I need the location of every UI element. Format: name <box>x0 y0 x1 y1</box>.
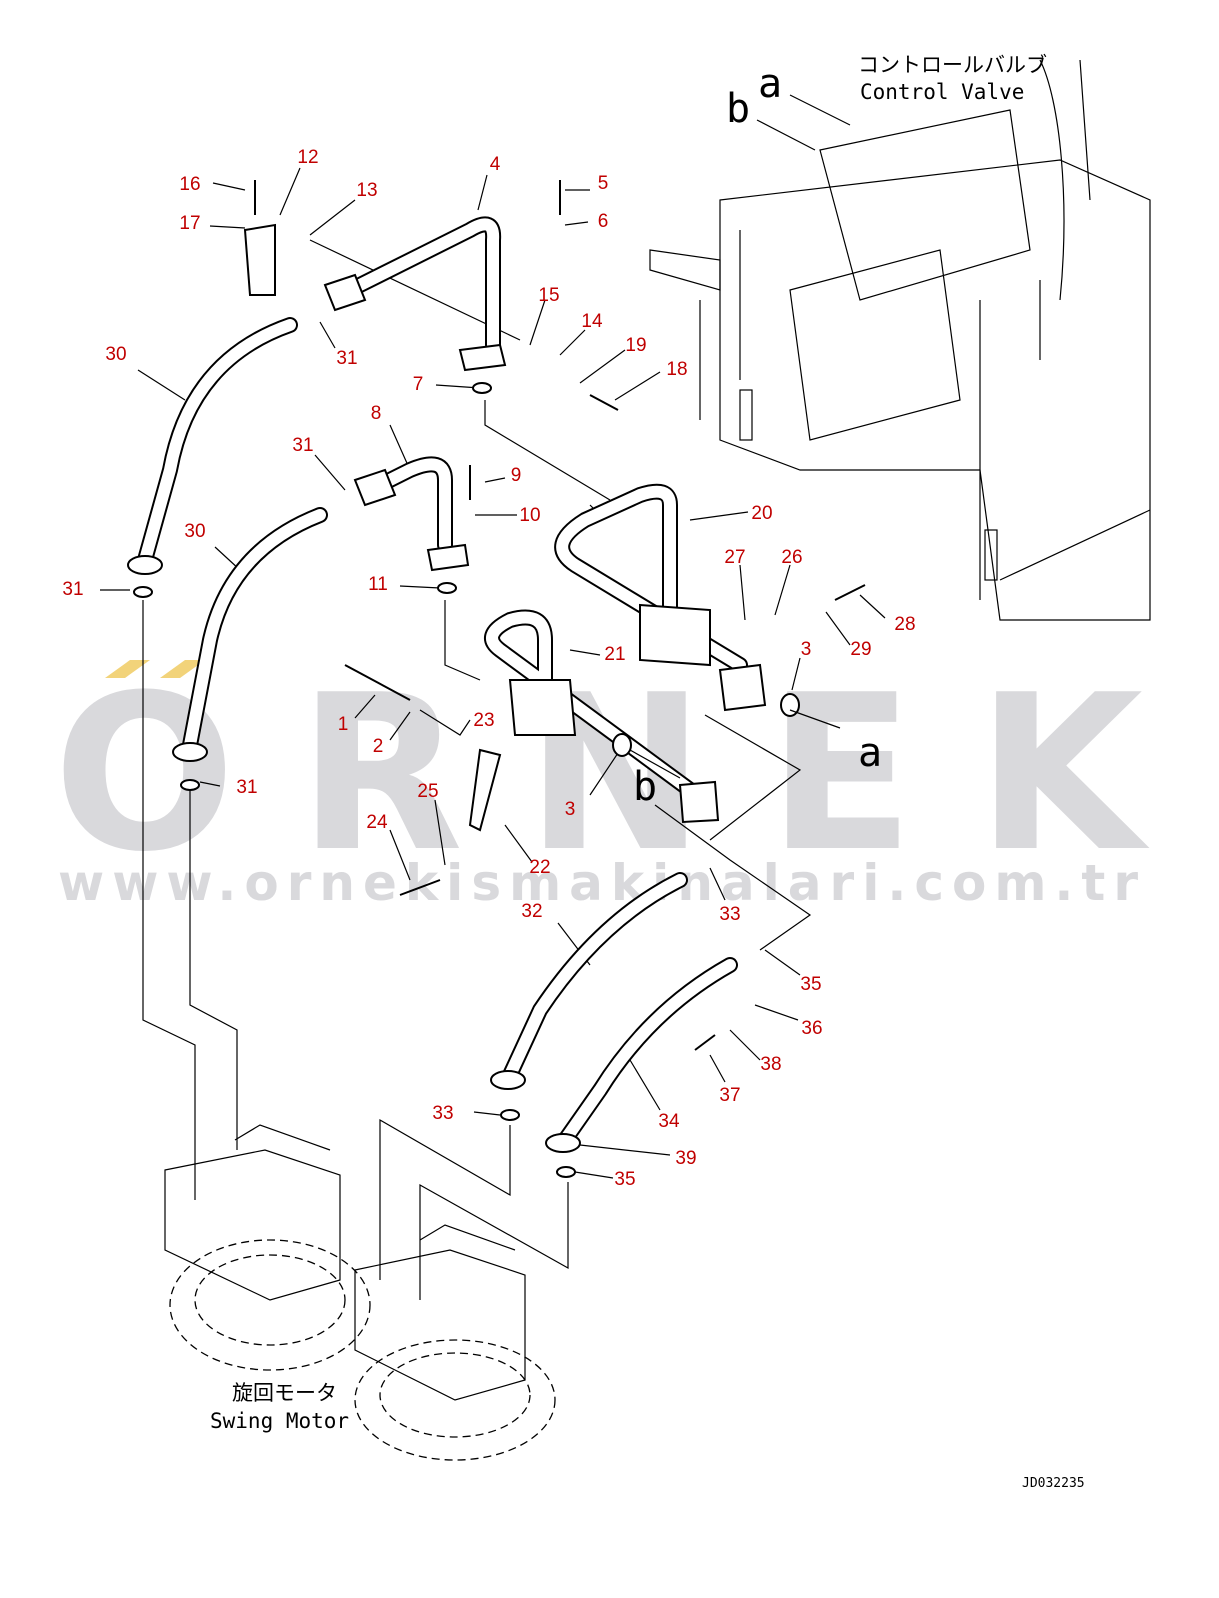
control-valve-en: Control Valve <box>860 80 1024 104</box>
callout[interactable]: 6 <box>598 211 609 232</box>
callout[interactable]: 21 <box>604 644 625 665</box>
callout[interactable]: 31 <box>236 777 257 798</box>
callout[interactable]: 10 <box>519 505 540 526</box>
callout[interactable]: 26 <box>781 547 802 568</box>
control-valve-jp: コントロールバルブ <box>858 53 1047 77</box>
watermark-accent <box>160 660 205 678</box>
callout[interactable]: 39 <box>675 1148 696 1169</box>
callout[interactable]: 20 <box>751 503 772 524</box>
callout[interactable]: 34 <box>658 1111 680 1132</box>
callout[interactable]: 15 <box>538 285 559 306</box>
watermark-url: www.ornekismakinalari.com.tr <box>58 854 1138 912</box>
callout[interactable]: 18 <box>666 359 687 380</box>
swing-motor-en: Swing Motor <box>210 1409 349 1433</box>
callout[interactable]: 12 <box>297 147 318 168</box>
drawing-code: JD032235 <box>1022 1476 1085 1491</box>
callout[interactable]: 25 <box>417 781 438 802</box>
callout[interactable]: 17 <box>179 213 200 234</box>
callout[interactable]: 31 <box>336 348 357 369</box>
swing-motor-jp: 旋回モータ <box>232 1381 337 1405</box>
callout[interactable]: 32 <box>521 901 542 922</box>
callout[interactable]: 13 <box>356 180 377 201</box>
callout[interactable]: 3 <box>565 799 576 820</box>
callout[interactable]: 4 <box>490 154 501 175</box>
callout[interactable]: 35 <box>800 974 821 995</box>
callout[interactable]: 9 <box>511 465 522 486</box>
watermark-accent <box>105 660 150 678</box>
callout[interactable]: 38 <box>760 1054 781 1075</box>
callout[interactable]: 16 <box>179 174 200 195</box>
control-valve-drawing <box>649 59 1151 621</box>
callout[interactable]: 31 <box>62 579 83 600</box>
callout[interactable]: 22 <box>529 857 550 878</box>
callout[interactable]: 19 <box>625 335 646 356</box>
callout[interactable]: 37 <box>719 1085 740 1106</box>
marker-a-top: a <box>758 61 782 107</box>
watermark: ORNEK www.ornekismakinalari.com.tr <box>53 648 1150 912</box>
callout[interactable]: 36 <box>801 1018 822 1039</box>
callout[interactable]: 5 <box>598 173 609 194</box>
callout[interactable]: 33 <box>719 904 740 925</box>
callout[interactable]: 23 <box>473 710 494 731</box>
callout[interactable]: 2 <box>373 736 384 757</box>
callout[interactable]: 29 <box>850 639 871 660</box>
callout[interactable]: 24 <box>366 812 388 833</box>
marker-b: b <box>633 764 657 810</box>
callout[interactable]: 14 <box>581 311 603 332</box>
callout[interactable]: 33 <box>432 1103 453 1124</box>
callout[interactable]: 7 <box>413 374 424 395</box>
pipes <box>127 180 866 1178</box>
marker-a: a <box>858 730 882 776</box>
callout[interactable]: 3 <box>801 639 812 660</box>
callout[interactable]: 11 <box>368 574 388 595</box>
callout[interactable]: 30 <box>184 521 205 542</box>
marker-b-top: b <box>726 86 750 132</box>
callout[interactable]: 30 <box>105 344 126 365</box>
swing-motor-drawing <box>164 1124 556 1461</box>
callout[interactable]: 8 <box>371 403 382 424</box>
callout[interactable]: 27 <box>724 547 745 568</box>
marker-arrows <box>629 709 841 779</box>
callout[interactable]: 28 <box>894 614 915 635</box>
marker-arrows-top <box>756 94 851 151</box>
part-callouts: 16 12 13 4 5 17 6 15 14 19 18 30 31 7 8 … <box>62 147 915 1190</box>
callout[interactable]: 1 <box>338 714 349 735</box>
callout[interactable]: 31 <box>292 435 313 456</box>
callout[interactable]: 35 <box>614 1169 635 1190</box>
